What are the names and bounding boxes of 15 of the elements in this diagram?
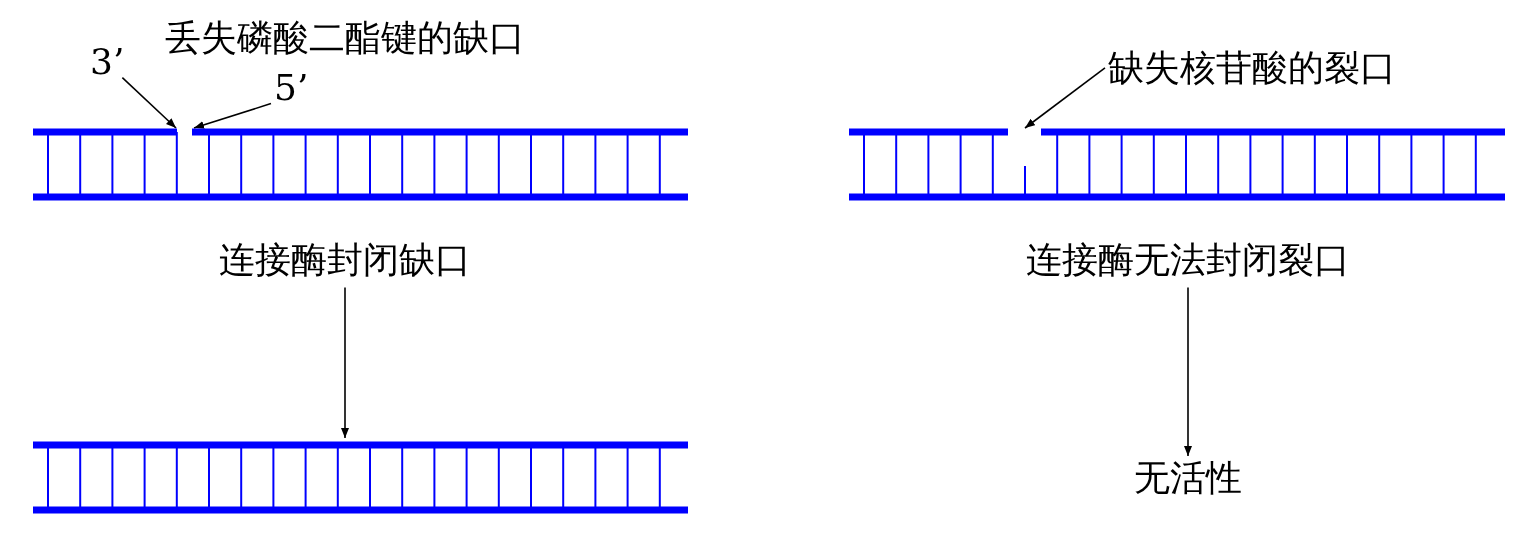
dna-ladder-drawing [849,127,1505,202]
step-text: 5’ [274,68,309,108]
arrow [1024,67,1106,129]
arrow [1184,286,1192,457]
step-text: 连接酶封闭缺口 [219,240,471,280]
arrow [121,76,177,129]
dna-ladder-drawing [33,127,688,202]
step-text: 无活性 [1134,458,1242,498]
step-text: 连接酶无法封闭裂口 [1026,240,1350,280]
step-text: 缺失核苷酸的裂口 [1108,48,1396,88]
dna-ladder-drawing [33,440,688,515]
step-text: 3’ [90,42,125,82]
arrow [341,286,349,439]
arrow [193,102,272,129]
caption-text: 丢失磷酸二酯键的缺口 [165,18,525,58]
